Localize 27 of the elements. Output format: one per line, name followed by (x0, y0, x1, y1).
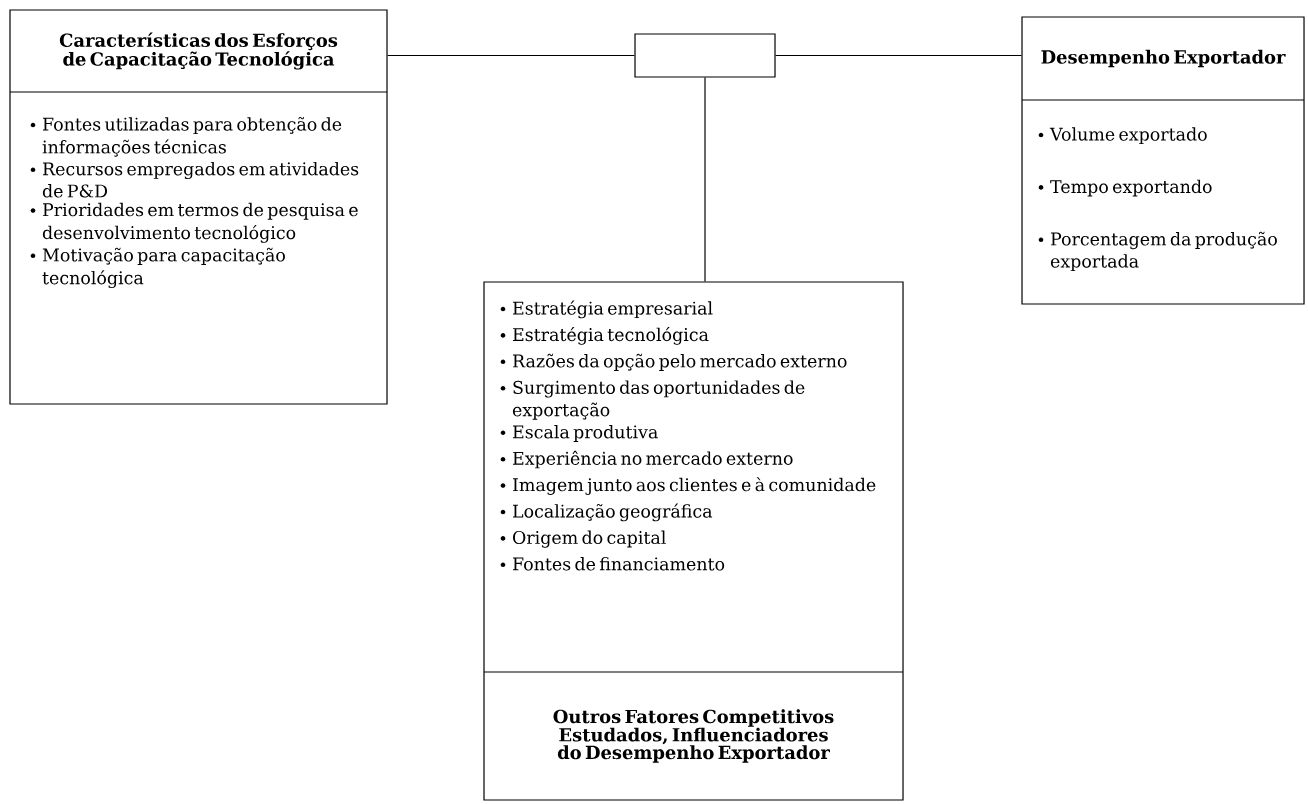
bullet-item: Experiência no mercado externo (500, 450, 793, 469)
bullet-item: Motivação para capacitação tecnológica (30, 247, 285, 289)
bullet-item: Recursos empregados em atividades de P&D (30, 161, 359, 198)
bullet-item: Estratégia tecnológica (500, 326, 709, 345)
bullet-item: Fontes de financiamento (500, 557, 725, 571)
box-heading: Outros Fatores Competitivos Estudados, Influenciadores do Desempenho Exportador (553, 709, 834, 763)
bullet-item: Tempo exportando (1038, 179, 1212, 197)
box-heading: Desempenho Exportador (1041, 49, 1286, 68)
bullet-item: Estratégia empresarial (500, 300, 713, 319)
titled-box (483, 281, 904, 801)
bullet-item: Razões da opção pelo mercado externo (500, 353, 847, 371)
titled-box (9, 9, 388, 405)
bullet-item: Localização geográfica (500, 503, 713, 522)
bullet-item: Imagem junto aos clientes e à comunidade (500, 477, 876, 495)
bullet-item: Origem do capital (500, 530, 666, 548)
connector-line (387, 54, 635, 57)
titled-box (1021, 16, 1305, 305)
bullet-item: Porcentagem da produção exportada (1038, 231, 1277, 272)
connector-line (775, 54, 1022, 57)
bullet-item: Volume exportado (1038, 127, 1207, 145)
bullet-item: Escala produtiva (500, 425, 658, 442)
bullet-item: Fontes utilizadas para obtenção de informações técnicas (30, 116, 342, 157)
box-heading: Características dos Esforços de Capacitação Tecnológica (59, 32, 338, 70)
bullet-item: Prioridades em termos de pesquisa e desenvolvimento tecnológico (30, 202, 358, 243)
connector-line (704, 77, 706, 282)
empty-box (634, 33, 776, 78)
bullet-item: Surgimento das oportunidades de exportação (500, 380, 805, 420)
